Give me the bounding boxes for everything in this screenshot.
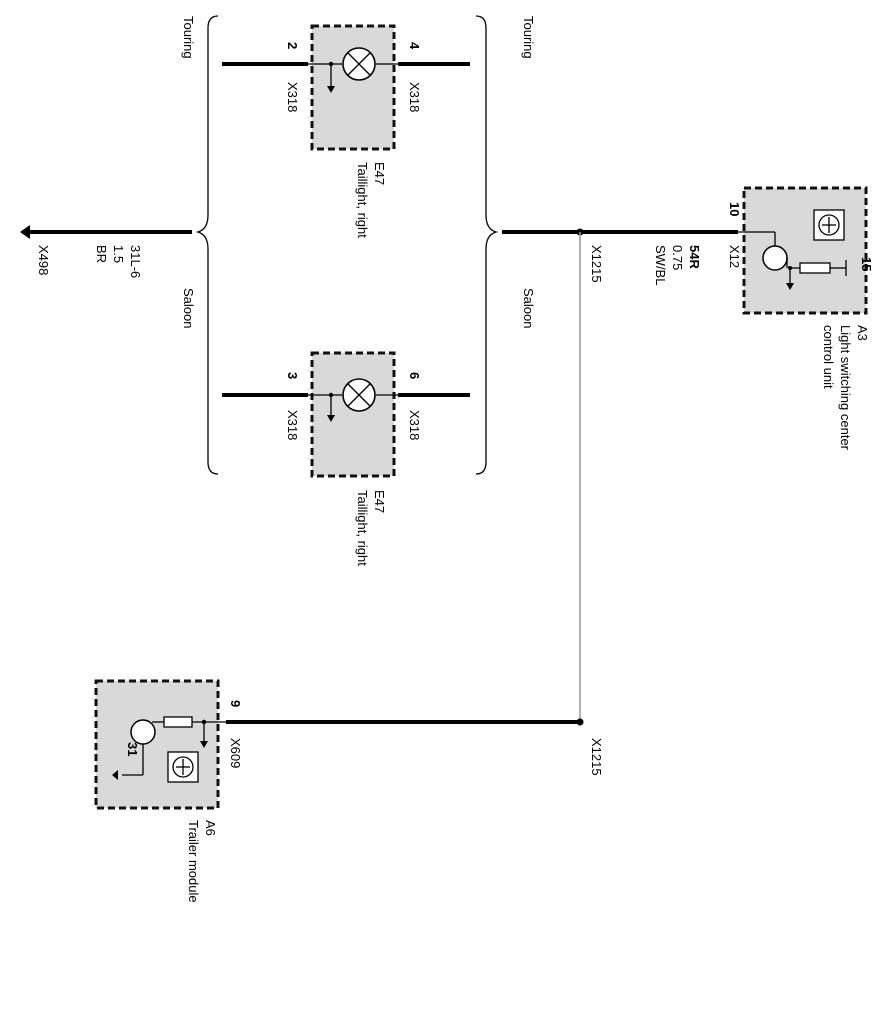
variant-label-saloon-right: Saloon — [521, 288, 536, 328]
variant-label-saloon-left: Saloon — [181, 288, 196, 328]
supply-wire-spec-1: 54R — [687, 245, 702, 269]
taillight-bottom-name: Taillight, right — [355, 490, 370, 566]
taillight-top-connector-left: X318 — [285, 82, 300, 112]
trailer-connector: X609 — [228, 738, 243, 768]
variant-label-touring-right: Touring — [521, 16, 536, 59]
taillight-bottom — [222, 351, 470, 478]
ground-wire-spec-2: 1.5 — [111, 245, 126, 263]
trailer-module — [94, 679, 226, 810]
supply-wire — [502, 228, 738, 722]
trailer-name: Trailer module — [186, 820, 201, 903]
supply-wire-spec-3: SW/BL — [653, 245, 668, 285]
taillight-bottom-pin-left: 3 — [285, 372, 300, 379]
light-switch-name-line1: Light switching center — [838, 325, 853, 451]
taillight-top-name: Taillight, right — [355, 162, 370, 238]
trailer-code: A6 — [203, 820, 218, 836]
taillight-top-pin-left: 2 — [285, 42, 300, 49]
splice-bottom-label: X1215 — [589, 738, 604, 776]
light-switch-unit — [738, 186, 868, 315]
right-variant-brace — [475, 15, 499, 475]
ground-symbol-icon — [327, 86, 335, 93]
light-switch-connector: X12 — [727, 245, 742, 268]
taillight-top — [222, 24, 470, 151]
ground-label: X498 — [36, 245, 51, 275]
splice-point-bottom — [576, 718, 584, 726]
resistor-icon — [799, 262, 831, 274]
light-switch-internal-pin: 15 — [859, 257, 874, 271]
ground-symbol-icon — [200, 741, 208, 748]
ground-symbol-icon — [786, 283, 794, 290]
ground-wire — [20, 225, 192, 239]
taillight-top-code: E47 — [372, 162, 387, 185]
ground-arrow-icon — [20, 225, 30, 239]
light-switch-pin: 10 — [727, 202, 742, 216]
resistor-icon — [163, 716, 193, 728]
taillight-top-connector-right: X318 — [407, 82, 422, 112]
transistor-icon — [130, 719, 156, 745]
left-variant-brace — [195, 15, 219, 475]
splice-top-label: X1215 — [589, 245, 604, 283]
transistor-icon — [762, 245, 788, 271]
taillight-bottom-pin-right: 6 — [407, 372, 422, 379]
ground-wire-spec-3: BR — [94, 245, 109, 263]
variant-label-touring-left: Touring — [181, 16, 196, 59]
trailer-internal-pin: 31 — [125, 742, 140, 756]
ground-wire-spec-1: 31L-6 — [128, 245, 143, 278]
taillight-bottom-code: E47 — [372, 490, 387, 513]
light-switch-code: A3 — [855, 325, 870, 341]
ground-symbol-icon — [327, 415, 335, 422]
taillight-top-pin-right: 4 — [407, 42, 422, 50]
taillight-bottom-connector-left: X318 — [285, 410, 300, 440]
taillight-bottom-connector-right: X318 — [407, 410, 422, 440]
light-switch-name-line2: control unit — [821, 325, 836, 389]
ground-symbol-icon — [112, 770, 118, 780]
trailer-pin: 9 — [228, 700, 243, 707]
trailer-wire — [226, 718, 584, 726]
supply-wire-spec-2: 0.75 — [670, 245, 685, 270]
